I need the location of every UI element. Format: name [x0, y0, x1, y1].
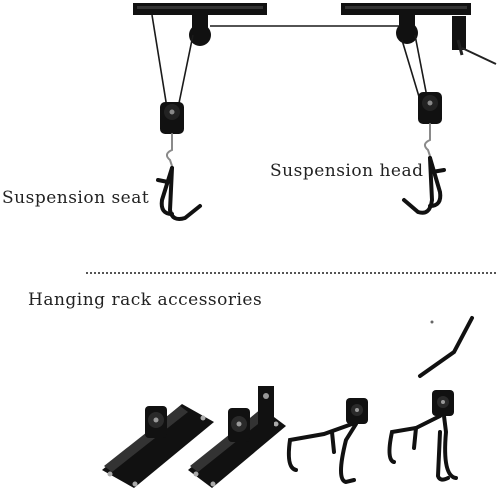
accessories-title: Hanging rack accessories	[28, 290, 263, 310]
suspension-seat-label: Suspension seat	[2, 188, 150, 208]
pulley-right-icon	[418, 92, 442, 124]
ceiling-bracket-left-icon	[133, 3, 267, 46]
suspension-head-label: Suspension head	[270, 161, 424, 181]
bent-rod-icon	[418, 316, 474, 378]
ceiling-bracket-right-icon	[341, 3, 471, 50]
section-divider	[86, 272, 496, 274]
rope	[151, 14, 428, 109]
bracket-plate-icon	[102, 404, 214, 488]
crank-handle-icon	[456, 39, 497, 65]
hook-pulley-icon	[387, 390, 458, 482]
bracket-plate-crank-icon	[188, 386, 286, 488]
pulley-left-icon	[160, 102, 184, 134]
hook-right-icon	[402, 123, 446, 215]
hook-left-icon	[156, 133, 202, 221]
hook-pulley-icon	[286, 398, 368, 485]
